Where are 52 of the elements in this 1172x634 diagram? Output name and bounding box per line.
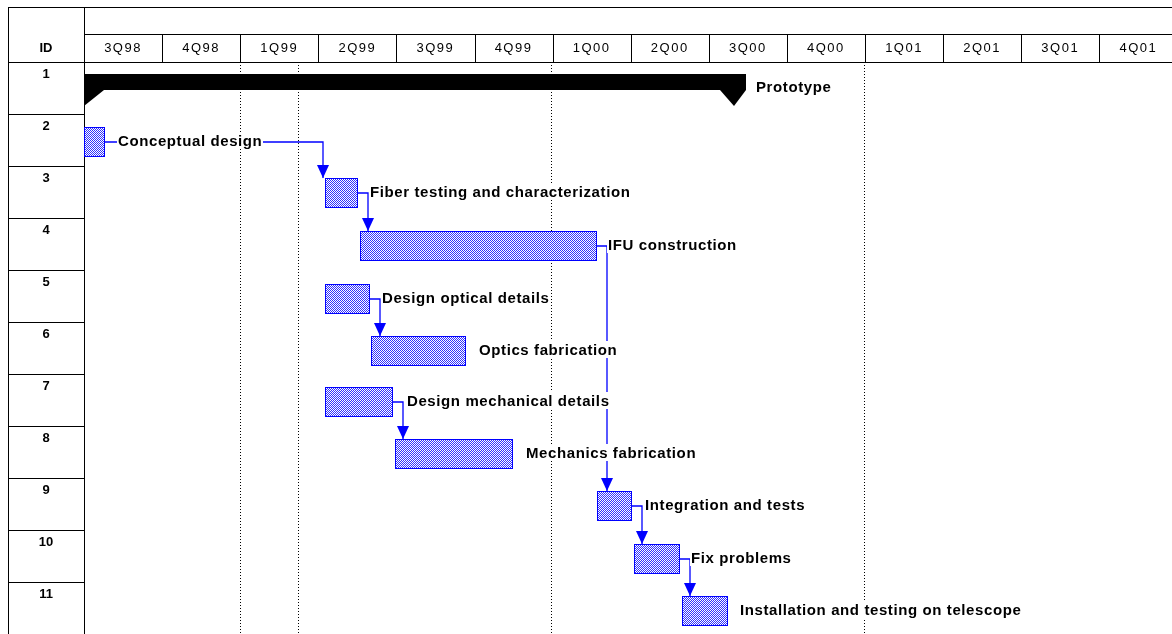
quarter-header: 3Q01 [1040,40,1081,55]
row-number: 5 [41,274,51,289]
task-bar [682,596,728,626]
row-number: 1 [41,66,51,81]
task-bar [597,491,632,521]
quarter-header: 4Q00 [806,40,846,55]
row-number: 11 [38,586,54,601]
quarter-header: 4Q98 [181,40,222,55]
quarter-header: 1Q99 [259,40,300,55]
task-bar [325,387,393,417]
task-bar [395,439,513,469]
row-number: 4 [41,222,51,237]
task-label: Design optical details [381,289,551,306]
task-label: Mechanics fabrication [525,444,698,461]
task-label: Conceptual design [117,132,264,149]
dependency-arrow [357,192,374,232]
row-number: 8 [41,430,51,445]
task-label: Fix problems [690,549,793,566]
column-header: ID [38,40,54,55]
quarter-header: 2Q00 [649,40,690,55]
task-label: Installation and testing on telescope [739,601,1023,618]
summary-bar [84,74,746,106]
row-number: 9 [41,482,51,497]
row-number: 6 [41,326,51,341]
dependency-arrow [631,505,648,545]
task-bar [325,284,370,314]
quarter-header: 2Q99 [337,40,378,55]
row-number: 7 [41,378,51,393]
row-number: 3 [41,170,51,185]
quarter-header: 1Q00 [571,40,612,55]
task-label: Fiber testing and characterization [369,183,632,200]
task-bar [360,231,597,261]
quarter-header: 3Q98 [103,40,143,55]
quarter-header: 1Q01 [884,40,924,55]
dependency-arrow [679,558,696,597]
row-number: 2 [41,118,51,133]
task-label: Design mechanical details [406,392,611,409]
task-bar [325,178,358,208]
task-bar [634,544,680,574]
row-number: 10 [37,534,55,549]
quarter-header: 4Q01 [1118,40,1159,55]
quarter-header: 2Q01 [962,40,1003,55]
dependency-arrow [392,401,409,440]
dependency-arrow [369,298,386,337]
quarter-header: 4Q99 [493,40,534,55]
quarter-header: 3Q99 [415,40,456,55]
task-label: Optics fabrication [478,341,619,358]
task-label: Integration and tests [644,496,807,513]
task-bar [371,336,466,366]
task-label: IFU construction [607,236,738,253]
quarter-header: 3Q00 [727,40,768,55]
task-bar [84,127,105,157]
